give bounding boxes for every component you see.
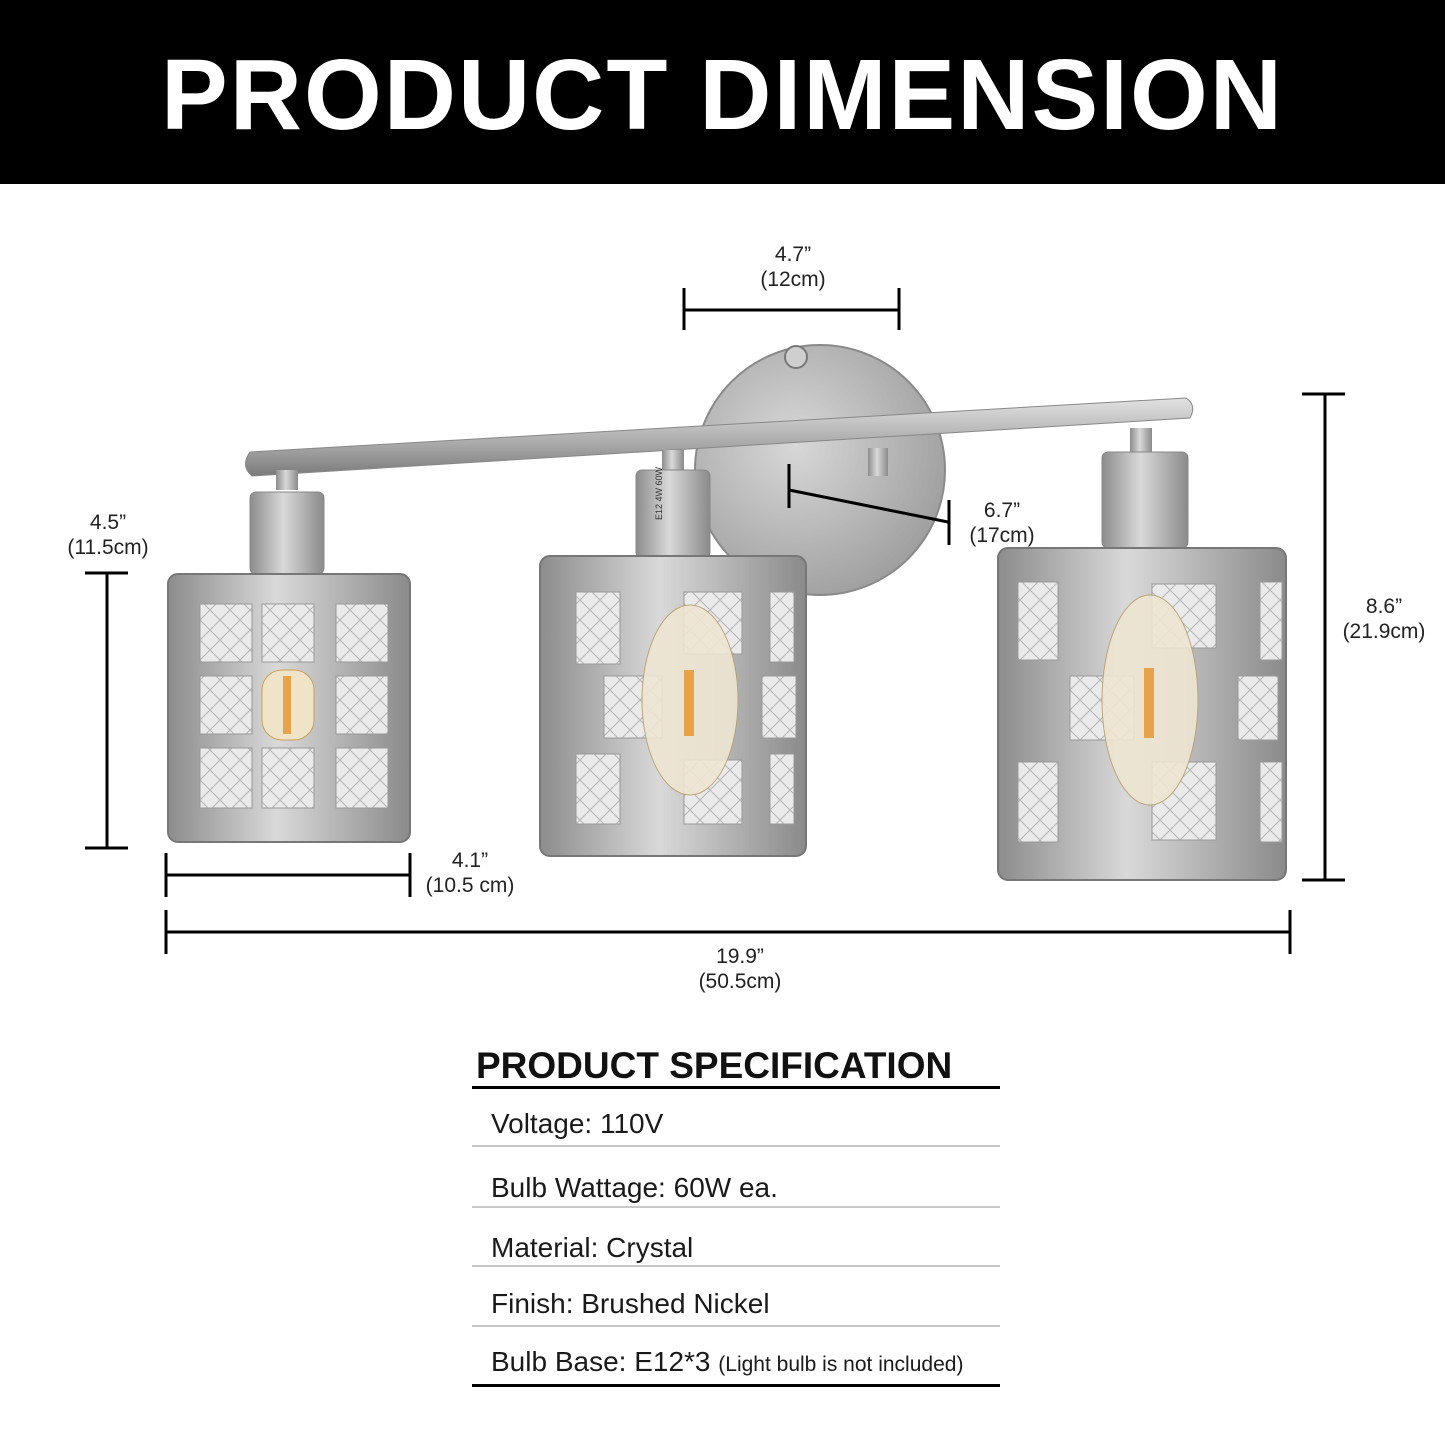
spec-row-wattage: Bulb Wattage: 60W ea. bbox=[491, 1172, 778, 1204]
spec-row-finish: Finish: Brushed Nickel bbox=[491, 1288, 770, 1320]
overall-width-cm: (50.5cm) bbox=[698, 970, 782, 993]
spec-bottom-rule bbox=[472, 1384, 1000, 1387]
shade-height-label: 4.5” (11.5cm) bbox=[48, 510, 168, 560]
spec-title: PRODUCT SPECIFICATION bbox=[476, 1045, 953, 1086]
row-divider bbox=[472, 1325, 1000, 1327]
overall-height-inch: 8.6” bbox=[1365, 595, 1403, 618]
lamp-right bbox=[997, 428, 1287, 881]
row-divider bbox=[472, 1265, 1000, 1267]
backplate-width-cm: (12cm) bbox=[760, 268, 826, 291]
overall-height-cm: (21.9cm) bbox=[1342, 620, 1426, 643]
extension-cm: (17cm) bbox=[969, 524, 1035, 547]
spec-row-text: Bulb Base: E12*3 bbox=[491, 1346, 711, 1377]
spec-row-text: Material: Crystal bbox=[491, 1232, 694, 1263]
row-divider bbox=[472, 1145, 1000, 1147]
backplate-screw bbox=[784, 345, 808, 369]
shade-width-cm: (10.5 cm) bbox=[425, 874, 515, 897]
overall-width-inch: 19.9” bbox=[716, 945, 764, 968]
spec-row-text: Bulb Wattage: 60W ea. bbox=[491, 1172, 778, 1203]
bar-arm bbox=[245, 397, 1194, 477]
shade-height-cm: (11.5cm) bbox=[67, 536, 149, 559]
overall-width-label: 19.9” (50.5cm) bbox=[680, 944, 800, 994]
shade-width-inch: 4.1” bbox=[451, 849, 489, 872]
bulb-marking: E12 4W 60W bbox=[654, 466, 664, 520]
overall-height-label: 8.6” (21.9cm) bbox=[1326, 594, 1442, 644]
header-banner: PRODUCT DIMENSION bbox=[0, 0, 1445, 184]
spec-top-rule bbox=[472, 1086, 1000, 1089]
extension-inch: 6.7” bbox=[983, 499, 1021, 522]
spec-row-material: Material: Crystal bbox=[491, 1232, 693, 1264]
lamp-middle: E12 4W 60W bbox=[539, 450, 807, 857]
vanity-light-illustration: E12 4W 60W bbox=[85, 288, 1345, 954]
shade-width-label: 4.1” (10.5 cm) bbox=[408, 848, 532, 898]
lamp-left bbox=[167, 470, 411, 843]
spec-row-bulb-base: Bulb Base: E12*3 (Light bulb is not incl… bbox=[491, 1346, 963, 1378]
spec-row-voltage: Voltage: 110V bbox=[491, 1108, 663, 1140]
extension-label: 6.7” (17cm) bbox=[952, 498, 1052, 548]
bar-support bbox=[868, 448, 888, 476]
page-title: PRODUCT DIMENSION bbox=[161, 39, 1284, 151]
dimension-lines bbox=[85, 288, 1345, 954]
spec-row-text: Finish: Brushed Nickel bbox=[491, 1288, 770, 1319]
backplate-width-inch: 4.7” bbox=[774, 243, 812, 266]
shade-height-inch: 4.5” bbox=[89, 511, 127, 534]
row-divider bbox=[472, 1206, 1000, 1208]
spec-row-text: Voltage: 110V bbox=[491, 1108, 664, 1139]
backplate-width-label: 4.7” (12cm) bbox=[738, 242, 848, 292]
spec-row-note: (Light bulb is not included) bbox=[718, 1353, 964, 1376]
